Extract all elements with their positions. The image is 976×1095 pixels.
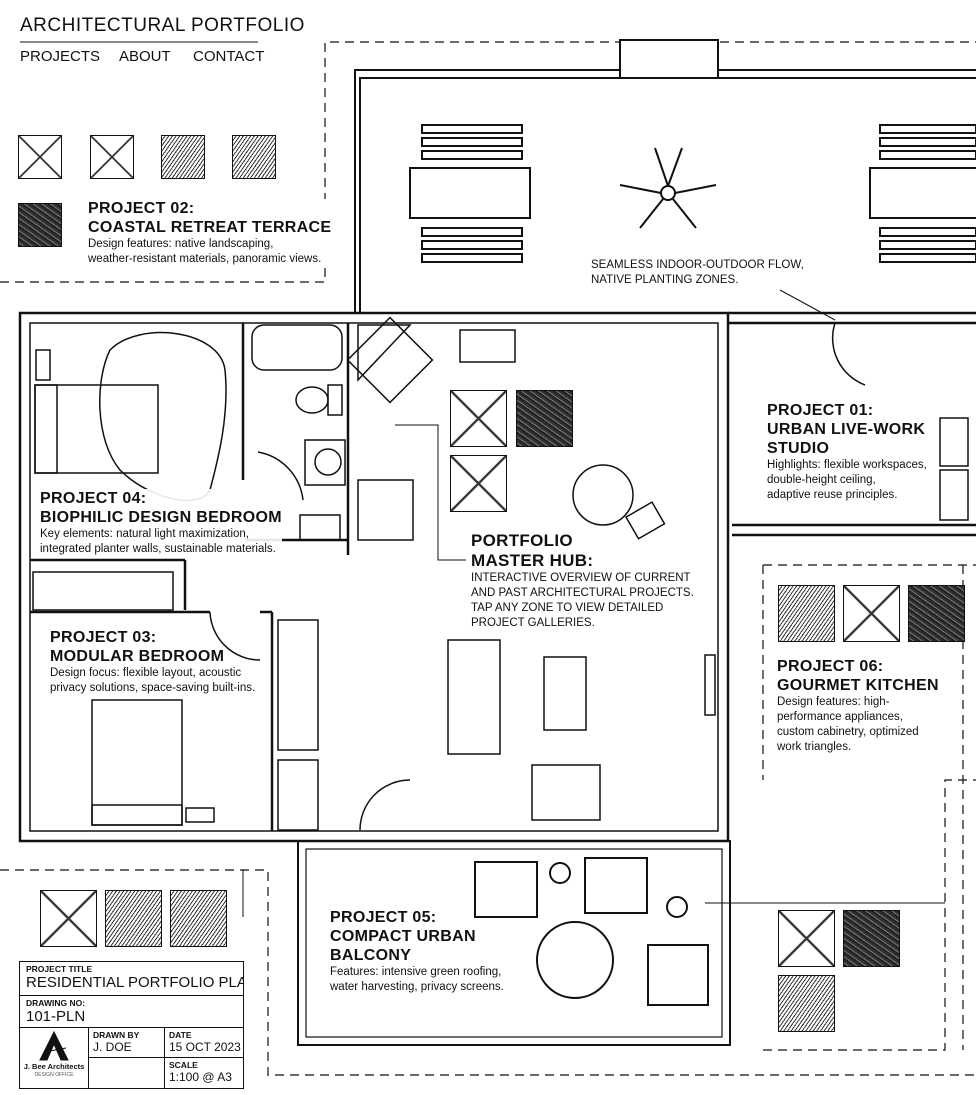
gallery-thumbnail[interactable] [232,135,276,179]
nav-contact[interactable]: CONTACT [193,48,265,65]
gallery-thumbnail[interactable] [450,455,507,512]
terrace-note: SEAMLESS INDOOR-OUTDOOR FLOW, NATIVE PLA… [591,259,804,286]
gallery-thumbnail[interactable] [18,203,62,247]
portfolio-master-hub[interactable]: PORTFOLIO MASTER HUB: INTERACTIVE OVERVI… [471,531,694,629]
gallery-thumbnail[interactable] [843,585,900,642]
gallery-thumbnail[interactable] [90,135,134,179]
gallery-thumbnail[interactable] [18,135,62,179]
gallery-thumbnail[interactable] [450,390,507,447]
gallery-thumbnail[interactable] [105,890,162,947]
title-block: PROJECT TITLE RESIDENTIAL PORTFOLIO PLAN… [19,961,244,1089]
brand-title: ARCHITECTURAL PORTFOLIO [20,15,305,36]
project-04-label[interactable]: PROJECT 04: BIOPHILIC DESIGN BEDROOM Key… [40,489,282,557]
project-01-label[interactable]: PROJECT 01: URBAN LIVE-WORK STUDIO Highl… [767,402,927,501]
project-02-label[interactable]: PROJECT 02: COASTAL RETREAT TERRACE Desi… [88,199,332,267]
zone-outlines [0,41,976,1076]
logo-a-icon [39,1030,69,1061]
nav-about[interactable]: ABOUT [119,48,171,65]
company-logo: J. Bee Architects DESIGN OFFICE [20,1028,89,1088]
gallery-thumbnail[interactable] [778,910,835,967]
gallery-thumbnail[interactable] [908,585,965,642]
gallery-thumbnail[interactable] [843,910,900,967]
gallery-thumbnail[interactable] [161,135,205,179]
gallery-thumbnail[interactable] [778,585,835,642]
project-05-label[interactable]: PROJECT 05: COMPACT URBAN BALCONY Featur… [330,909,504,993]
gallery-thumbnail[interactable] [778,975,835,1032]
balcony [297,840,945,1046]
gallery-thumbnail[interactable] [516,390,573,447]
project-06-label[interactable]: PROJECT 06: GOURMET KITCHEN Design featu… [777,658,939,753]
nav-projects[interactable]: PROJECTS [20,48,101,65]
gallery-thumbnail[interactable] [170,890,227,947]
gallery-thumbnail[interactable] [40,890,97,947]
project-03-label[interactable]: PROJECT 03: MODULAR BEDROOM Design focus… [50,629,256,694]
